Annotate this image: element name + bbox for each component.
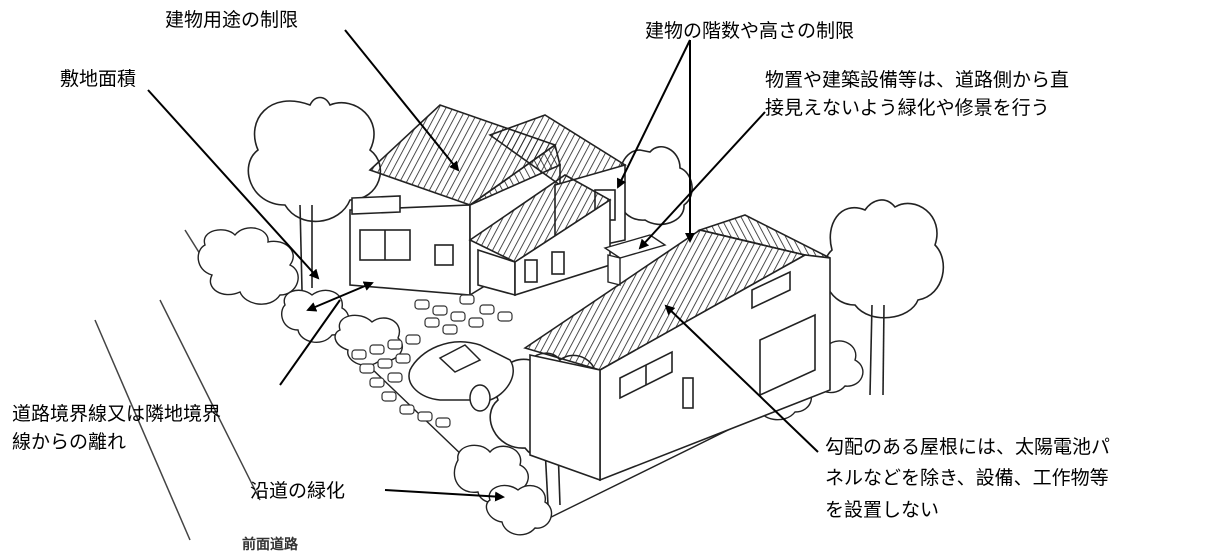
arrow-setback-double xyxy=(306,281,374,312)
arrow-building-use xyxy=(344,29,460,172)
label-site-area: 敷地面積 xyxy=(60,68,137,90)
label-floors-height: 建物の階数や高さの制限 xyxy=(645,20,855,42)
tree-left xyxy=(247,96,382,291)
shed xyxy=(603,234,667,286)
label-roadside-greening: 沿道の緑化 xyxy=(250,480,346,502)
label-roof-line2: ネルなどを除き、設備、工作物等 xyxy=(825,467,1109,489)
car xyxy=(408,341,514,412)
label-roof-line3: を設置しない xyxy=(825,499,940,521)
arrow-roadside-greening xyxy=(384,489,505,502)
arrow-setback-leader xyxy=(279,299,341,386)
label-setback-line2: 線からの離れ xyxy=(12,431,127,453)
tree-back xyxy=(617,146,693,226)
label-screening-line1: 物置や建築設備等は、道路側から直 xyxy=(765,69,1070,91)
label-building-use: 建物用途の制限 xyxy=(165,9,299,31)
label-roof-line1: 勾配のある屋根には、太陽電池パ xyxy=(825,436,1111,458)
house-right xyxy=(523,214,831,482)
arrow-floors-height-a xyxy=(617,39,691,189)
paving-stones xyxy=(351,294,513,428)
hedge-front xyxy=(453,444,553,536)
label-front-road: 前面道路 xyxy=(242,537,298,553)
hedge-left xyxy=(197,227,404,366)
leader-lines xyxy=(147,29,819,502)
arrow-roof xyxy=(664,304,819,453)
label-setback-line1: 道路境界線又は隣地境界 xyxy=(12,403,222,425)
tree-right xyxy=(823,199,945,396)
label-screening-line2: 接見えないよう緑化や修景を行う xyxy=(765,97,1050,119)
arrow-site-area xyxy=(147,89,320,280)
house-middle xyxy=(468,174,612,297)
arrow-screening xyxy=(638,111,766,250)
